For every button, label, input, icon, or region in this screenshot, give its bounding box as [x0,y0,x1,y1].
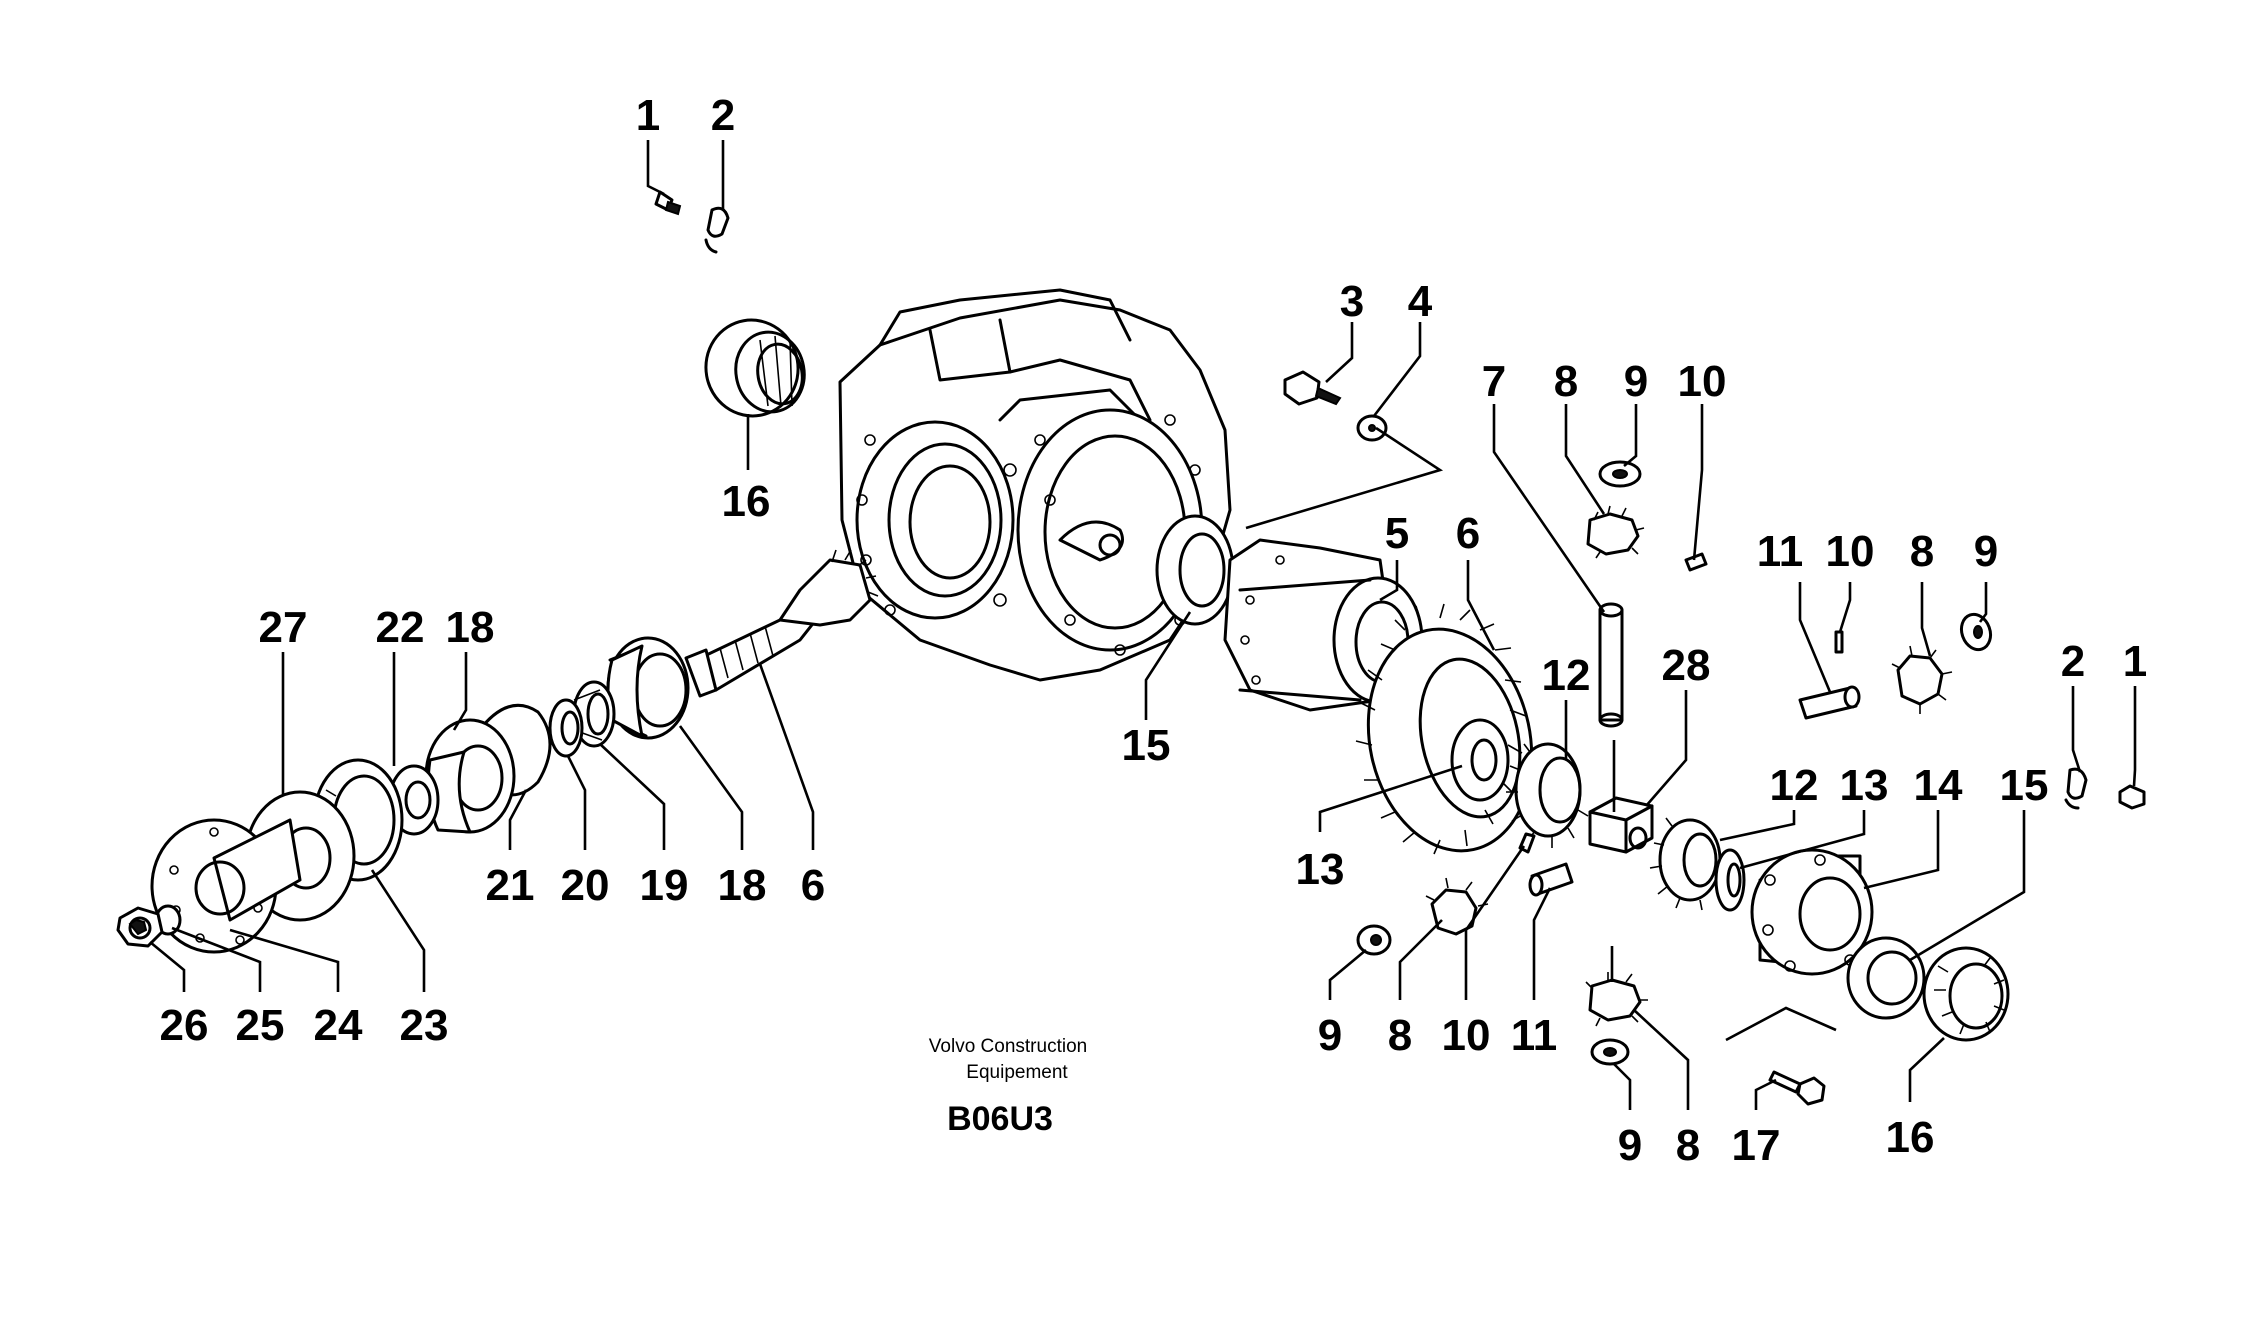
axle-housing [838,288,1232,682]
callout-8: 8 [1554,357,1578,406]
washer-9-top [1598,460,1642,488]
side-gear-12-left [1506,742,1589,848]
callout-8: 8 [1910,527,1934,576]
thrust-washer-13-left [1450,718,1510,802]
pin-10-right [1834,630,1844,654]
callout-13: 13 [1296,845,1345,894]
pinion-8-right [1891,645,1953,714]
leader-lines [149,140,2137,1110]
callout-4: 4 [1408,277,1433,326]
callout-10: 10 [1442,1011,1491,1060]
screw-1-top [654,190,682,216]
callout-25: 25 [236,1001,285,1050]
callout-11: 11 [1757,527,1804,576]
lock-tab-2-right [2064,767,2088,810]
callout-9: 9 [1974,527,1998,576]
caption-manufacturer: Volvo Construction [929,1036,1087,1057]
callout-13: 13 [1840,761,1889,810]
callout-2: 2 [711,91,735,140]
pin-11-lower [1528,862,1574,897]
callout-16: 16 [1886,1113,1935,1162]
screw-1-right [2118,784,2146,810]
cross-pin-7 [1598,602,1624,728]
bearing-16-right [1922,946,2010,1042]
part-drawings [116,190,2146,1106]
pinion-shaft-6 [684,549,879,698]
callout-18: 18 [718,861,767,910]
callout-17: 17 [1732,1121,1781,1170]
side-gear-12-right [1649,817,1722,911]
callout-10: 10 [1678,357,1727,406]
callout-7: 7 [1482,357,1506,406]
flange-24 [150,818,302,954]
callout-1: 1 [636,91,660,140]
washer-9-lower-left [1356,924,1392,956]
case-half-14 [1750,848,1874,976]
bearing-18-left [424,718,516,834]
callout-1: 1 [2123,637,2147,686]
callout-labels: 1 2 3 4 16 7 8 9 10 5 6 11 10 8 9 2 1 27… [160,91,2148,1170]
bearing-16-top [704,318,806,418]
bolt-17 [1768,1070,1826,1106]
callout-5: 5 [1385,509,1409,558]
bearing-cup-15-left [1155,514,1235,626]
spacer-20 [548,698,584,758]
callout-9: 9 [1624,357,1648,406]
callout-2: 2 [2061,637,2085,686]
callout-14: 14 [1914,761,1963,810]
washer-4 [1356,414,1388,442]
callout-8: 8 [1388,1011,1412,1060]
callout-15: 15 [2000,761,2049,810]
pin-10-top [1684,552,1708,572]
thrust-washer-13-right [1714,848,1746,912]
callout-24: 24 [314,1001,363,1050]
callout-11: 11 [1511,1011,1558,1060]
callout-8: 8 [1676,1121,1700,1170]
callout-10: 10 [1826,527,1875,576]
washer-9-right [1959,612,1993,652]
callout-6: 6 [801,861,825,910]
block-28 [1588,796,1654,854]
callout-20: 20 [561,861,610,910]
callout-18: 18 [446,603,495,652]
bearing-cup-15-right [1846,936,1926,1020]
callout-9: 9 [1318,1011,1342,1060]
callout-15: 15 [1122,721,1171,770]
callout-27: 27 [259,603,308,652]
callout-22: 22 [376,603,425,652]
callout-21: 21 [486,861,535,910]
bearing-18-right [606,636,690,740]
callout-12: 12 [1542,651,1591,700]
washer-9-bottom [1590,1038,1630,1066]
callout-23: 23 [400,1001,449,1050]
callout-3: 3 [1340,277,1364,326]
callout-28: 28 [1662,641,1711,690]
caption-equipement: Equipement [966,1062,1068,1083]
caption-block: Volvo Construction Equipement B06U3 [929,1036,1087,1138]
pinion-8-top [1586,505,1645,559]
callout-16: 16 [722,477,771,526]
bolt-3 [1283,370,1342,406]
callout-9: 9 [1618,1121,1642,1170]
pin-11-right [1798,685,1861,720]
callout-12: 12 [1770,761,1819,810]
pinion-8-bottom [1585,972,1648,1027]
callout-26: 26 [160,1001,209,1050]
callout-6: 6 [1456,509,1480,558]
callout-19: 19 [640,861,689,910]
diagram-code: B06U3 [947,1100,1053,1138]
lock-tab-2-top [704,206,730,254]
nut-26 [116,906,164,948]
